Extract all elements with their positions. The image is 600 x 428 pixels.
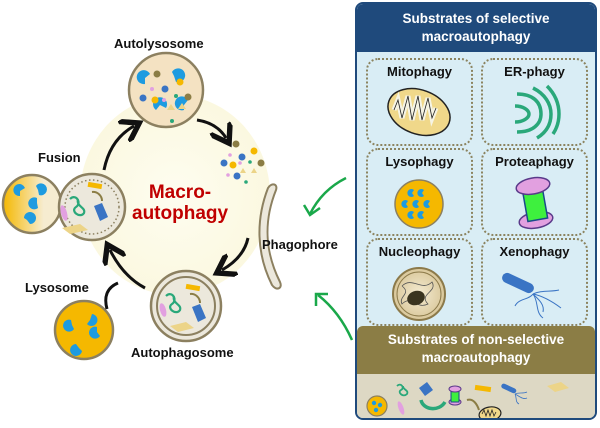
vesicle-fragment-icon — [474, 384, 492, 393]
phagophore-icon — [258, 183, 282, 290]
arrow-autolysosome-to-products — [196, 118, 226, 138]
non-selective-substrates-icons — [366, 382, 569, 418]
bacterium-icon — [502, 272, 562, 319]
substrate-label: Proteaphagy — [495, 154, 574, 169]
mitochondrion-icon — [478, 406, 502, 418]
substrate-label: Nucleophagy — [378, 244, 461, 259]
autolysosome-icon — [127, 51, 205, 129]
label-lysosome: Lysosome — [25, 280, 89, 295]
substrate-cell-xenophagy: Xenophagy — [481, 238, 588, 326]
substrate-cell-lysophagy: Lysophagy — [366, 148, 473, 236]
substrates-panel: Substrates of selective macroautophagy M… — [355, 2, 597, 420]
nucleus-icon — [392, 267, 446, 321]
label-autophagosome: Autophagosome — [131, 345, 234, 360]
selective-panel-header: Substrates of selective macroautophagy — [357, 4, 595, 52]
substrate-cell-proteaphagy: Proteaphagy — [481, 148, 588, 236]
arrow-selective-to-phagophore — [308, 176, 347, 215]
label-autolysosome: Autolysosome — [114, 36, 204, 51]
bacterium-icon — [501, 383, 528, 405]
membrane-fragment-icon — [466, 398, 480, 411]
center-title-line2: autophagy — [132, 203, 229, 224]
proteasome-icon — [515, 176, 554, 230]
non-selective-title-line1: Substrates of non-selective — [387, 332, 565, 347]
arrow-lysosome-join — [104, 281, 119, 310]
non-selective-title-line2: macroautophagy — [421, 350, 531, 365]
arrow-phagophore-to-autophagosome — [222, 237, 250, 270]
arrow-autophagosome-to-fusion — [110, 250, 146, 290]
center-title: Macro- autophagy — [132, 182, 228, 224]
selective-title-line1: Substrates of selective — [402, 11, 550, 26]
label-fusion: Fusion — [38, 150, 81, 165]
substrate-cell-er-phagy: ER-phagy — [481, 58, 588, 146]
center-title-line1: Macro- — [148, 182, 212, 203]
arrow-fusion-to-autolysosome — [102, 126, 134, 171]
substrate-label: Mitophagy — [387, 64, 452, 79]
er-fragment-icon — [419, 399, 447, 411]
substrate-cell-mitophagy: Mitophagy — [366, 58, 473, 146]
organelle-fragment-icon — [547, 382, 569, 392]
substrate-label: ER-phagy — [504, 64, 565, 79]
lysosome-icon — [366, 395, 388, 417]
substrate-label: Lysophagy — [385, 154, 454, 169]
endoplasmic-reticulum-icon — [514, 84, 561, 140]
mitochondrion-icon — [387, 87, 451, 137]
non-selective-substrates — [357, 372, 595, 418]
arrow-nonselective-to-phagophore — [317, 294, 354, 341]
substrate-label: Xenophagy — [499, 244, 570, 259]
protein-aggregate-icon — [419, 382, 433, 396]
proteasome-icon — [448, 385, 462, 406]
rna-icon — [396, 383, 409, 397]
degradation-products-icon — [220, 140, 265, 184]
substrate-cell-nucleophagy: Nucleophagy — [366, 238, 473, 326]
label-phagophore: Phagophore — [262, 237, 338, 252]
non-selective-panel-header: Substrates of non-selective macroautopha… — [357, 326, 595, 372]
autophagosome-icon — [149, 269, 223, 343]
lysosome-icon — [394, 179, 444, 229]
selective-title-line2: macroautophagy — [421, 29, 531, 44]
lysosome-icon — [53, 299, 115, 361]
lipid-droplet-icon — [397, 401, 405, 415]
fusion-icon — [1, 172, 127, 242]
